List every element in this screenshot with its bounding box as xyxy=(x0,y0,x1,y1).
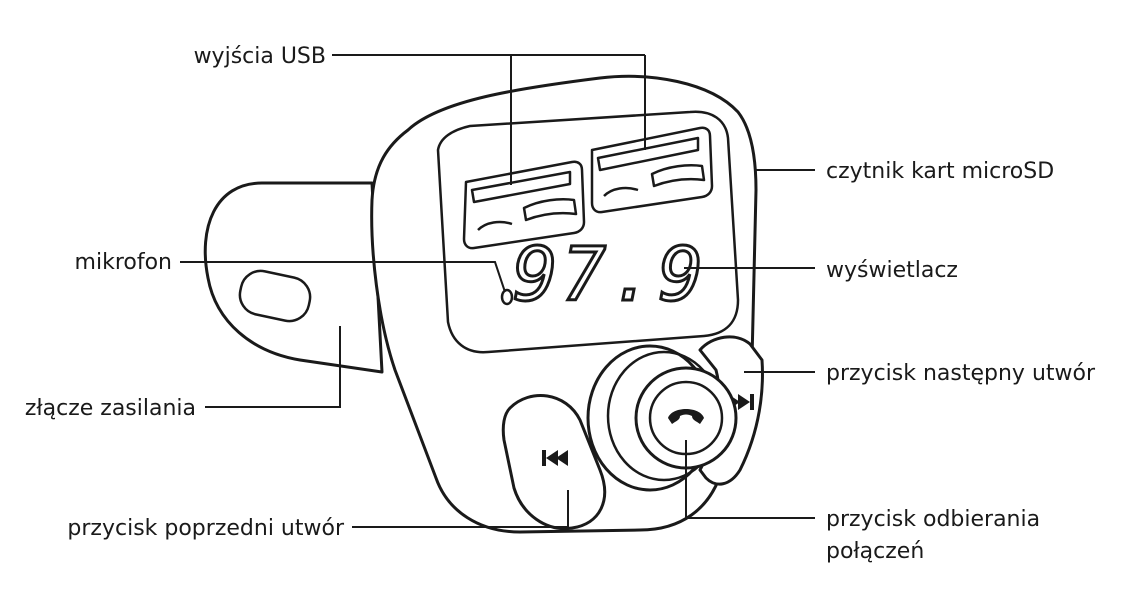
label-display: wyświetlacz xyxy=(826,258,958,283)
label-power-connector: złącze zasilania xyxy=(25,396,196,421)
callout-labels: wyjścia USB czytnik kart microSD mikrofo… xyxy=(25,44,1096,564)
label-microsd-reader: czytnik kart microSD xyxy=(826,159,1054,184)
leader-lines xyxy=(180,54,815,528)
usb-port-left xyxy=(462,160,586,250)
label-answer-call-line1: przycisk odbierania xyxy=(826,507,1040,532)
display-frequency: 97.9 xyxy=(513,232,707,318)
label-next-track-button: przycisk następny utwór xyxy=(826,361,1096,386)
usb-port-right xyxy=(590,126,714,214)
plug-slot xyxy=(238,269,312,323)
microphone-hole xyxy=(500,288,514,306)
answer-call-button[interactable] xyxy=(586,344,738,492)
phone-handset-icon xyxy=(668,409,704,424)
previous-track-icon xyxy=(542,450,568,466)
device: 97.9 xyxy=(203,74,764,534)
label-answer-call-line2: połączeń xyxy=(826,539,924,564)
label-microphone: mikrofon xyxy=(75,250,172,275)
label-previous-track-button: przycisk poprzedni utwór xyxy=(67,516,345,541)
face-panel xyxy=(436,110,740,354)
label-usb-outputs: wyjścia USB xyxy=(194,44,326,69)
previous-track-button[interactable] xyxy=(501,394,607,531)
